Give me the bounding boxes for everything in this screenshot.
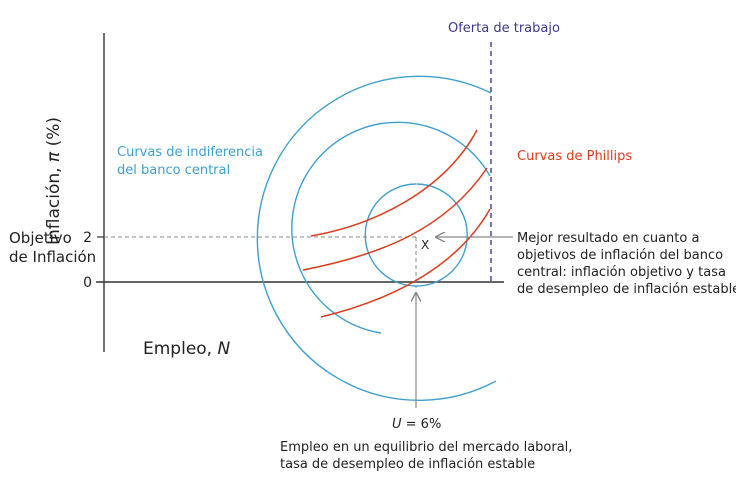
tick-0-label: 0 [83, 275, 92, 291]
y-axis-label: Inflación, π (%) [44, 117, 64, 245]
phillips-label: Curvas de Phillips [517, 149, 632, 164]
best-outcome-line3: central: inflación objetivo y tasa [517, 265, 726, 280]
unemployment-label: U = 6% [392, 417, 441, 432]
inflation-target-label-line1: Objetivo [9, 229, 72, 247]
best-outcome-line4: de desempleo de inflación estable [517, 282, 736, 297]
phillips-curve-top [310, 129, 478, 237]
best-outcome-line1: Mejor resultado en cuanto a [517, 231, 699, 246]
labor-supply-label: Oferta de trabajo [448, 21, 560, 36]
indifference-curve-small [364, 183, 468, 287]
best-outcome-line2: objetivos de inflación del banco [517, 248, 723, 263]
equilibrium-note-line2: tasa de desempleo de inflación estable [280, 457, 535, 472]
unemployment-value: = 6% [402, 417, 442, 432]
indifference-label-line2: del banco central [117, 163, 230, 178]
indifference-label-line1: Curvas de indiferencia [117, 145, 263, 160]
tick-2-label: 2 [83, 230, 92, 246]
inflation-target-label-line2: de Inflación [9, 248, 96, 266]
x-axis-label-prefix: Empleo, [143, 339, 217, 359]
y-axis-label-symbol: π [44, 151, 64, 162]
x-axis-label-symbol: N [217, 339, 230, 359]
equilibrium-note-line1: Empleo en un equilibrio del mercado labo… [280, 440, 572, 455]
phillips-curve-bottom [320, 208, 491, 318]
y-axis-label-prefix: Inflación, [44, 162, 64, 245]
indifference-curve-large [256, 75, 497, 401]
y-axis-label-suffix: (%) [44, 117, 64, 152]
point-x-label: X [421, 238, 429, 252]
phillips-curve-middle [302, 167, 488, 271]
unemployment-symbol: U [392, 417, 402, 432]
indifference-curve-medium [291, 121, 491, 334]
x-axis-label: Empleo, N [143, 339, 230, 359]
